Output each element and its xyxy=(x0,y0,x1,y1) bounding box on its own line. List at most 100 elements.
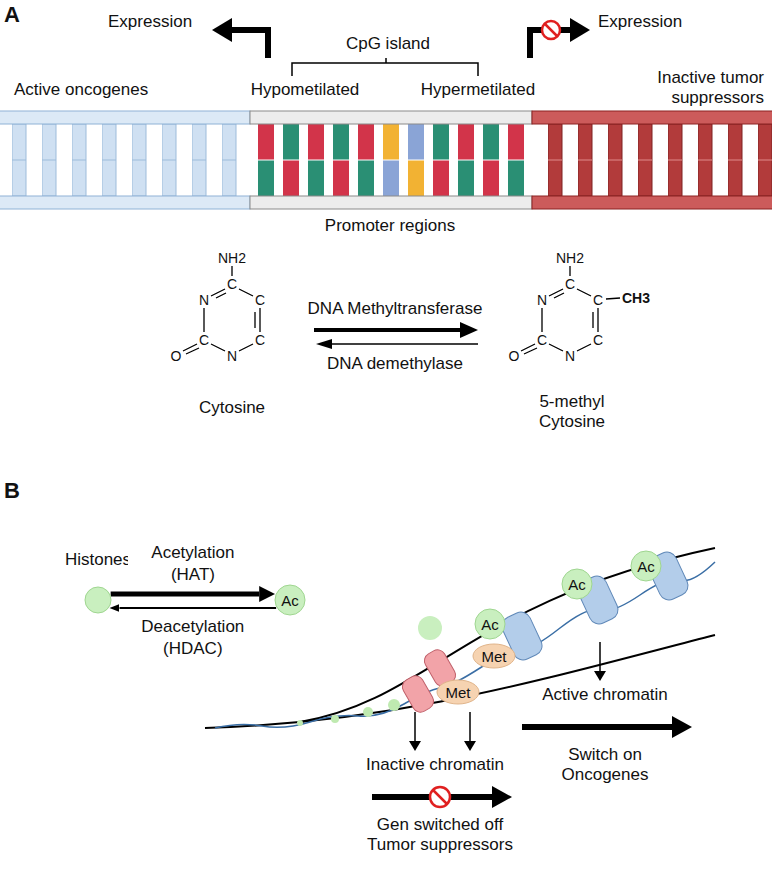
molecule-name: Cytosine xyxy=(162,398,302,418)
node-text: Ac xyxy=(281,593,299,608)
bracket xyxy=(292,58,478,76)
circle-shape xyxy=(562,569,592,599)
circle-shape xyxy=(475,609,505,639)
arrow-head xyxy=(212,18,232,42)
pointer-arrow xyxy=(469,712,471,742)
atom-label: N xyxy=(537,292,547,308)
outcome-arrow xyxy=(522,724,674,730)
atom-label: C xyxy=(227,276,237,292)
atom-label: C xyxy=(255,332,265,348)
methyl-oval: Met xyxy=(436,679,480,705)
node-text: Ac xyxy=(481,617,499,632)
arrow-head xyxy=(672,716,692,738)
atom-label: C xyxy=(593,332,603,348)
histone-dot xyxy=(363,707,373,717)
chromatin-outline xyxy=(300,548,715,722)
dna-bases-cpg xyxy=(258,124,526,196)
atom-label: NH2 xyxy=(556,250,584,266)
dna-backbone xyxy=(250,196,532,209)
region-label: Promoter regions xyxy=(280,216,500,236)
arrow-head xyxy=(316,339,332,349)
reaction-arrow xyxy=(330,343,478,345)
expression-label: Expression xyxy=(108,12,192,32)
atom-label: C xyxy=(565,276,575,292)
atom-label: NH2 xyxy=(218,250,246,266)
node-text: Met xyxy=(445,685,470,700)
arrow-head xyxy=(570,18,590,42)
dna-bases-right xyxy=(540,124,772,196)
base-a xyxy=(383,160,399,196)
edge-label: Acetylation (HAT) xyxy=(128,542,257,586)
acetyl-circle: Ac xyxy=(474,608,506,640)
molecule-bonds xyxy=(183,266,260,354)
prohibition-slash xyxy=(433,790,447,804)
atom-label: C xyxy=(593,292,603,308)
prohibition-slash xyxy=(545,24,557,36)
histone-dot xyxy=(388,699,400,711)
circle-outline xyxy=(84,586,112,614)
panel-letter: B xyxy=(4,478,20,504)
histone-dot xyxy=(331,715,339,723)
methylation-label: Hypermetilated xyxy=(403,80,553,100)
arrow-head xyxy=(464,741,476,751)
enzyme-label: DNA demethylase xyxy=(275,354,515,374)
atom-label: C xyxy=(255,292,265,308)
methyl-bond xyxy=(606,298,620,299)
panel-letter: A xyxy=(4,2,20,28)
histone-circle: Histones xyxy=(84,586,112,614)
circle-shape xyxy=(275,585,305,615)
atom-label: O xyxy=(509,348,520,364)
methyl-oval: Met xyxy=(472,643,516,669)
arrow-head xyxy=(409,741,421,751)
pointer-arrow xyxy=(599,642,601,672)
node-text: Met xyxy=(481,649,506,664)
arrow-head xyxy=(492,786,512,808)
arrow-head xyxy=(460,322,478,338)
base-t xyxy=(383,124,399,160)
connector-arrow xyxy=(111,592,260,597)
atom-label: N xyxy=(199,292,209,308)
base-t xyxy=(408,160,424,196)
dna-backbone xyxy=(532,111,772,124)
methylation-label: Hypometilated xyxy=(230,80,380,100)
atom-label: C xyxy=(537,332,547,348)
dna-backbone xyxy=(250,111,532,124)
acetyl-circle: Ac xyxy=(630,550,662,582)
state-label: Inactive chromatin xyxy=(335,755,535,775)
atom-label: C xyxy=(199,332,209,348)
enzyme-label: DNA Methyltransferase xyxy=(275,299,515,319)
prohibition-sign xyxy=(430,787,450,807)
base-a xyxy=(408,124,424,160)
oval-shape xyxy=(437,680,479,704)
dna-backbone xyxy=(532,196,772,209)
region-label: CpG island xyxy=(318,34,458,54)
acetyl-circle: Ac xyxy=(274,584,306,616)
expression-label: Expression xyxy=(598,12,682,32)
outcome-label: Gen switched off Tumor suppressors xyxy=(355,815,525,855)
histone-dot xyxy=(418,616,442,640)
dna-bases-left xyxy=(0,124,245,196)
acetyl-circle: Ac xyxy=(561,568,593,600)
gene-group-label: Inactive tumor suppressors xyxy=(629,68,764,108)
atom-label: CH3 xyxy=(622,290,650,306)
node-text: Ac xyxy=(637,559,655,574)
atom-label: N xyxy=(565,348,575,364)
connector-arrow xyxy=(119,607,276,609)
atom-label: O xyxy=(171,348,182,364)
molecule-bonds xyxy=(521,266,598,354)
bent-arrow xyxy=(232,30,268,58)
edge-label: Deacetylation (HDAC) xyxy=(126,616,260,660)
oval-shape xyxy=(473,644,515,668)
circle-shape xyxy=(631,551,661,581)
gene-group-label: Active oncogenes xyxy=(14,80,148,100)
reaction-arrow xyxy=(314,328,462,332)
node-text: Ac xyxy=(568,577,586,592)
atom-label: N xyxy=(227,348,237,364)
histone-dot xyxy=(297,720,303,726)
state-label: Active chromatin xyxy=(515,685,695,705)
molecule-name: 5-methyl Cytosine xyxy=(527,392,617,432)
arrow-head xyxy=(594,671,606,681)
